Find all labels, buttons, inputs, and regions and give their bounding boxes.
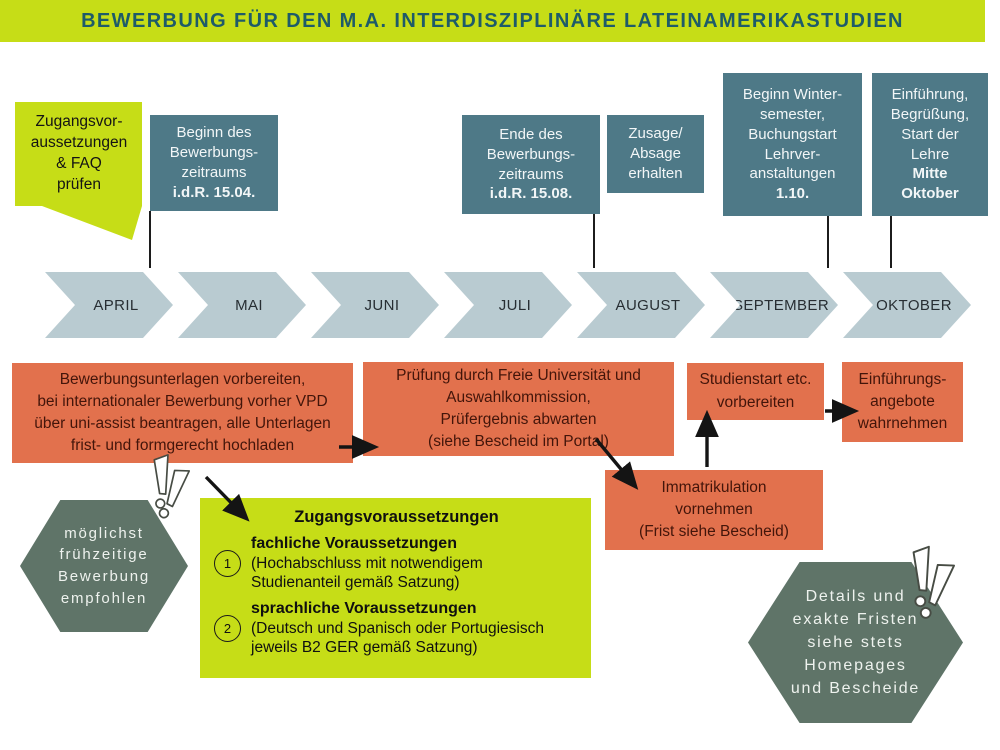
process-prepare-documents: Bewerbungsunterlagen vorbereiten,bei int… xyxy=(12,363,353,463)
timeline-month-juli: JULI xyxy=(444,272,572,338)
requirement-text: fachliche Voraussetzungen (Hochabschluss… xyxy=(251,534,483,592)
timeline-month-august: AUGUST xyxy=(577,272,705,338)
requirement-text: sprachliche Voraussetzungen (Deutsch und… xyxy=(251,599,544,657)
milestone-date: i.d.R. 15.04. xyxy=(172,183,256,201)
requirements-title: Zugangsvoraussetzungen xyxy=(294,508,499,526)
timeline-month-september: SEPTEMBER xyxy=(710,272,838,338)
milestone-date: 1.10. xyxy=(775,185,810,203)
timeline-month-april: APRIL xyxy=(45,272,173,338)
timeline-month-juni: JUNI xyxy=(311,272,439,338)
connector-line xyxy=(149,211,151,268)
connector-line xyxy=(593,214,595,268)
timeline-month-mai: MAI xyxy=(178,272,306,338)
requirement-heading: sprachliche Voraussetzungen xyxy=(251,600,477,618)
requirement-item: 1 fachliche Voraussetzungen (Hochabschlu… xyxy=(214,534,579,592)
connector-line xyxy=(890,216,892,268)
requirement-item: 2 sprachliche Voraussetzungen (Deutsch u… xyxy=(214,599,579,657)
process-prepare-study-start: Studienstart etc.vorbereiten xyxy=(687,363,824,420)
page-title: BEWERBUNG FÜR DEN M.A. INTERDISZIPLINÄRE… xyxy=(0,0,985,42)
requirement-number-badge: 1 xyxy=(214,549,241,577)
requirement-heading: fachliche Voraussetzungen xyxy=(251,535,457,552)
exclamation-icon xyxy=(912,545,955,619)
requirement-detail: (Deutsch und Spanisch oder Portugiesisch… xyxy=(251,620,544,657)
requirement-number-badge: 2 xyxy=(214,614,241,642)
requirements-box: Zugangsvoraussetzungen 1 fachliche Vorau… xyxy=(200,498,591,678)
milestone-date: i.d.R. 15.08. xyxy=(489,185,573,203)
exclamation-icon xyxy=(153,454,191,519)
timeline-month-oktober: OKTOBER xyxy=(843,272,971,338)
connector-line xyxy=(827,216,829,268)
speech-bubble-shape xyxy=(15,102,142,240)
